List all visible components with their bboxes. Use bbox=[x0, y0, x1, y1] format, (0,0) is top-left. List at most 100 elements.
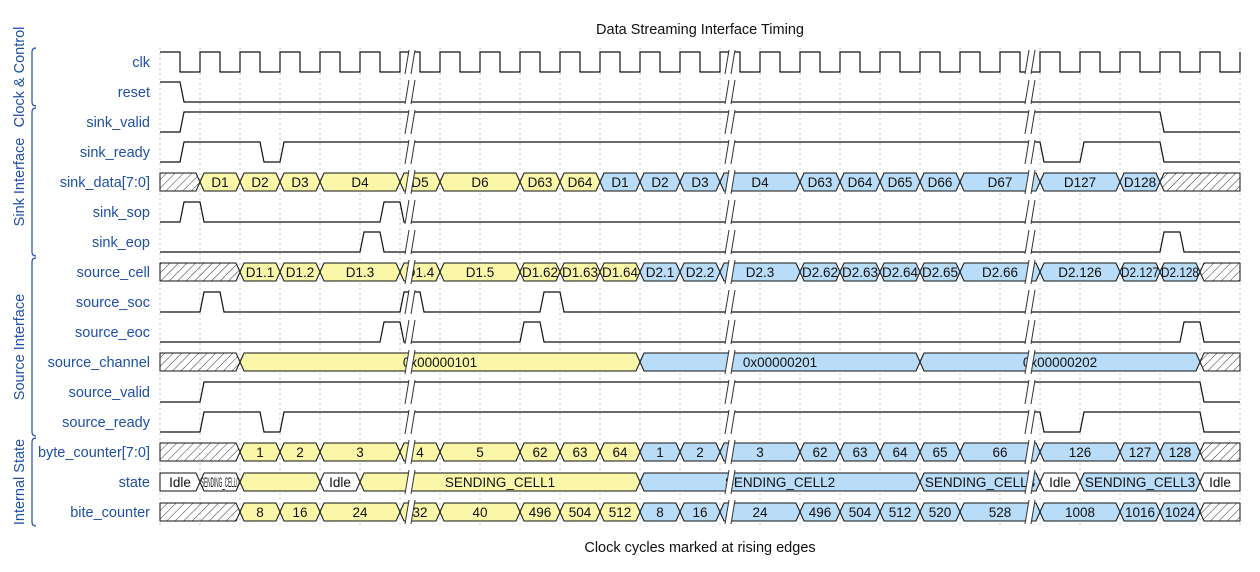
bit-trace bbox=[160, 111, 1240, 133]
bus-value: D1 bbox=[211, 175, 228, 190]
gap-slash bbox=[1030, 259, 1036, 285]
gap-slash bbox=[404, 109, 410, 135]
bus-value: Idle bbox=[329, 475, 351, 490]
bus-segment bbox=[1199, 352, 1241, 372]
bus-value: 63 bbox=[572, 445, 587, 460]
gap-slash bbox=[1024, 199, 1030, 225]
bus-value: 62 bbox=[532, 445, 547, 460]
bus-value: D2.3 bbox=[746, 265, 775, 280]
gap-slash bbox=[1030, 379, 1036, 405]
bus-value: 520 bbox=[929, 505, 952, 520]
gap-slash bbox=[410, 409, 416, 435]
bus-value: D1 bbox=[611, 175, 628, 190]
gap-slash bbox=[404, 319, 410, 345]
bus-value: 0x00000202 bbox=[1023, 355, 1097, 370]
signal-label-source-eoc: source_eoc bbox=[75, 325, 150, 341]
bus-value: 64 bbox=[612, 445, 628, 460]
gap-slash bbox=[1024, 289, 1030, 315]
gap-slash bbox=[1030, 349, 1036, 375]
gap-slash bbox=[410, 199, 416, 225]
bus-value: 1016 bbox=[1125, 505, 1155, 520]
gap-mask bbox=[405, 500, 415, 524]
bus-value: SENDING_CELL2 bbox=[725, 475, 835, 490]
gap-slash bbox=[1030, 79, 1036, 105]
signal-label-source-ready: source_ready bbox=[62, 415, 151, 431]
gap-mask bbox=[405, 230, 415, 254]
gap-mask bbox=[1025, 260, 1035, 284]
gap-mask bbox=[725, 320, 735, 344]
bus-value: D64 bbox=[848, 175, 873, 190]
bus-value: 512 bbox=[609, 505, 632, 520]
bus-value: D63 bbox=[808, 175, 833, 190]
bus-value: D2.2 bbox=[686, 265, 715, 280]
bus-value: D1.64 bbox=[602, 265, 639, 280]
gap-slash bbox=[404, 379, 410, 405]
bus-value: D2.66 bbox=[982, 265, 1018, 280]
gap-mask bbox=[1025, 50, 1035, 74]
gap-mask bbox=[725, 110, 735, 134]
bus-value: D2 bbox=[251, 175, 268, 190]
signal-label-sink-ready: sink_ready bbox=[80, 145, 151, 161]
bus-value: D1.5 bbox=[466, 265, 495, 280]
gap-slash bbox=[404, 469, 410, 495]
bus-value: 0x00000201 bbox=[743, 355, 817, 370]
bus-value: 16 bbox=[692, 505, 707, 520]
gap-slash bbox=[410, 499, 416, 525]
gap-slash bbox=[724, 79, 730, 105]
gap-slash bbox=[730, 379, 736, 405]
gap-mask bbox=[725, 500, 735, 524]
gap-slash bbox=[1024, 469, 1030, 495]
gap-slash bbox=[724, 469, 730, 495]
gap-slash bbox=[1030, 409, 1036, 435]
gap-mask bbox=[405, 290, 415, 314]
bus-value: D2.64 bbox=[882, 265, 919, 280]
bus-value: D5 bbox=[411, 175, 428, 190]
bit-trace bbox=[160, 201, 1240, 223]
gap-slash bbox=[1030, 169, 1036, 195]
signal-label-reset: reset bbox=[118, 85, 150, 101]
bit-trace bbox=[160, 321, 1240, 343]
gap-slash bbox=[724, 49, 730, 75]
gap-mask bbox=[725, 140, 735, 164]
gap-slash bbox=[1024, 379, 1030, 405]
gap-slash bbox=[724, 499, 730, 525]
gap-slash bbox=[1024, 79, 1030, 105]
gap-slash bbox=[730, 79, 736, 105]
gap-mask bbox=[1025, 110, 1035, 134]
gap-slash bbox=[730, 439, 736, 465]
bus-value: D2.127 bbox=[1121, 265, 1159, 280]
bus-value: D1.1 bbox=[246, 265, 275, 280]
gap-slash bbox=[730, 349, 736, 375]
gap-mask bbox=[405, 410, 415, 434]
gap-slash bbox=[1030, 319, 1036, 345]
bus-segment bbox=[159, 442, 241, 462]
bit-trace bbox=[160, 381, 1240, 403]
bus-value: 504 bbox=[849, 505, 872, 520]
bus-value: D2.65 bbox=[922, 265, 958, 280]
gap-mask bbox=[405, 170, 415, 194]
gap-slash bbox=[1030, 439, 1036, 465]
gap-slash bbox=[410, 439, 416, 465]
waveform-source-eoc bbox=[160, 321, 1240, 343]
gap-slash bbox=[1024, 259, 1030, 285]
gap-mask bbox=[725, 440, 735, 464]
bus-value: D2.1 bbox=[646, 265, 675, 280]
gap-slash bbox=[410, 349, 416, 375]
signal-label-source-soc: source_soc bbox=[76, 295, 150, 311]
gap-slash bbox=[730, 289, 736, 315]
gap-slash bbox=[724, 319, 730, 345]
gap-mask bbox=[725, 50, 735, 74]
gap-mask bbox=[405, 320, 415, 344]
gap-slash bbox=[724, 289, 730, 315]
bus-value: 8 bbox=[256, 505, 264, 520]
bus-value: 62 bbox=[812, 445, 827, 460]
group-bracket-grp-source bbox=[31, 257, 37, 437]
bus-segment bbox=[1199, 472, 1241, 492]
bus-segment bbox=[1159, 172, 1241, 192]
gap-slash bbox=[724, 259, 730, 285]
time-gap-markers bbox=[404, 49, 1036, 525]
waveform-clk bbox=[160, 51, 1241, 73]
